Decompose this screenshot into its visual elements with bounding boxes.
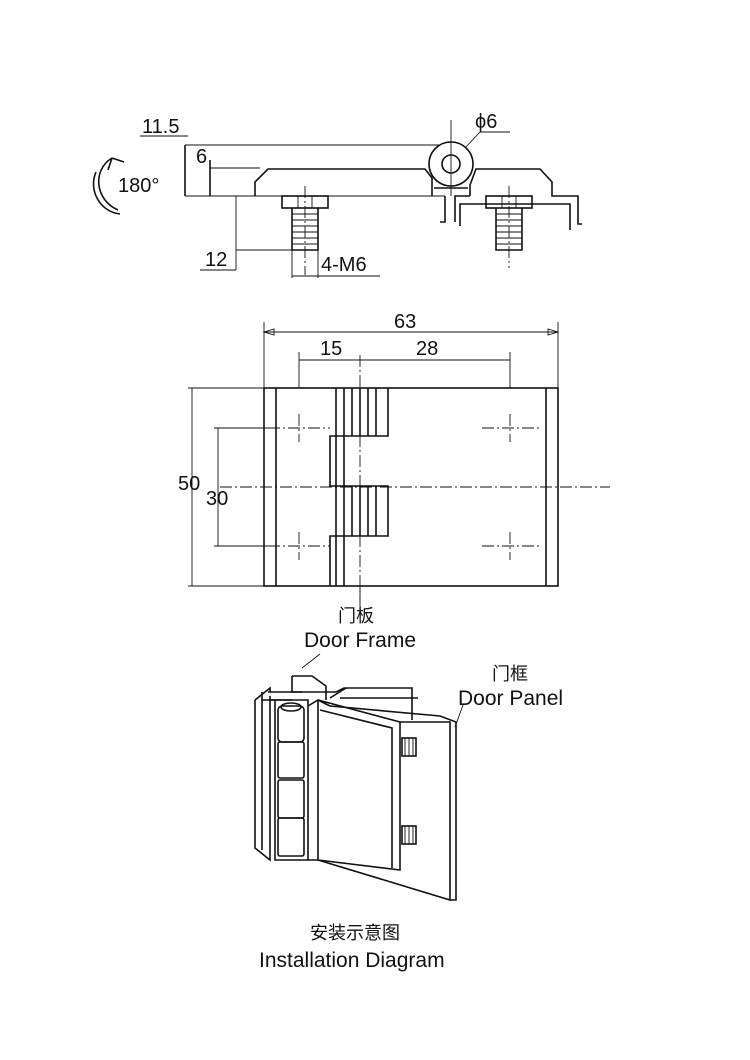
door-frame-label: Door Frame xyxy=(304,629,416,652)
dim-thread-spec: 4-M6 xyxy=(321,254,367,276)
iso-view: 门框 Door Panel 安装示意图 Installation Diagram xyxy=(254,653,563,972)
front-view: 63 15 28 50 30 xyxy=(178,311,610,652)
dim-stud-length: 12 xyxy=(205,249,227,271)
door-frame-label-cn: 门板 xyxy=(338,606,374,627)
right-stud xyxy=(485,186,533,268)
door-panel-label: Door Panel xyxy=(458,687,563,710)
caption: Installation Diagram xyxy=(259,949,445,972)
dim-hole-spacing: 30 xyxy=(206,488,228,510)
door-panel-label-cn: 门框 xyxy=(492,664,528,685)
dim-rotation-angle: 180° xyxy=(118,175,159,197)
caption-cn: 安装示意图 xyxy=(310,923,400,944)
dim-pin-diameter: ϕ6 xyxy=(475,111,497,133)
dim-width: 63 xyxy=(394,311,416,333)
dim-height: 50 xyxy=(178,473,200,495)
dim-offset-left: 15 xyxy=(320,338,342,360)
left-stud xyxy=(281,186,329,275)
side-view: 11.5 6 ϕ6 180° xyxy=(92,111,582,278)
dim-plate-thickness: 6 xyxy=(196,146,207,168)
dim-total-height: 11.5 xyxy=(142,116,179,138)
dim-offset-right: 28 xyxy=(416,338,438,360)
rotation-arrow-icon xyxy=(97,157,125,211)
